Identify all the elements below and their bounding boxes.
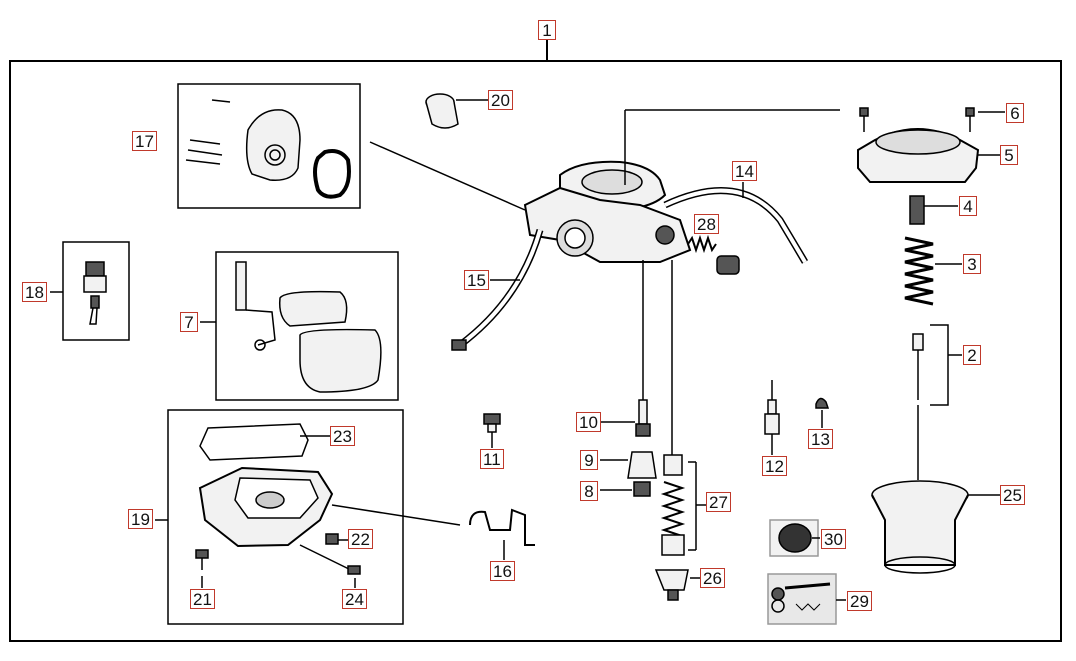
part-30-cap bbox=[769, 519, 820, 557]
callout-6: 6 bbox=[1006, 103, 1024, 123]
callout-1: 1 bbox=[538, 20, 556, 40]
part-17-cover bbox=[185, 99, 526, 211]
callout-28: 28 bbox=[694, 214, 719, 234]
inset-box-18 bbox=[62, 241, 130, 341]
callout-5: 5 bbox=[1000, 145, 1018, 165]
part-28-spring bbox=[687, 234, 740, 275]
callout-3: 3 bbox=[963, 254, 981, 274]
callout-21: 21 bbox=[190, 589, 215, 609]
inset-box-17 bbox=[177, 83, 361, 209]
callout-17: 17 bbox=[132, 131, 157, 151]
part-11-screw bbox=[483, 413, 501, 448]
callout-29: 29 bbox=[847, 591, 872, 611]
callout-20: 20 bbox=[488, 90, 513, 110]
callout-12: 12 bbox=[762, 456, 787, 476]
right-column-parts bbox=[857, 107, 1005, 574]
inset-box-7 bbox=[215, 251, 399, 401]
part-12-13 bbox=[764, 380, 830, 455]
callout-27: 27 bbox=[706, 492, 731, 512]
inset-box-19 bbox=[167, 409, 404, 625]
parts-27-26 bbox=[654, 260, 706, 601]
callout-4: 4 bbox=[959, 196, 977, 216]
callout-24: 24 bbox=[342, 589, 367, 609]
callout-25: 25 bbox=[1000, 485, 1025, 505]
callout-10: 10 bbox=[576, 412, 601, 432]
part-20-slide bbox=[425, 93, 488, 129]
callout-11: 11 bbox=[480, 449, 504, 469]
part-18-valve bbox=[50, 261, 107, 325]
callout-9: 9 bbox=[580, 450, 598, 470]
callout-19: 19 bbox=[128, 509, 153, 529]
part-29-kit bbox=[767, 573, 846, 625]
callout-7: 7 bbox=[180, 312, 198, 332]
main-frame bbox=[9, 40, 1062, 642]
carburetor-body bbox=[523, 109, 840, 263]
callout-30: 30 bbox=[821, 529, 846, 549]
part-16-clip bbox=[469, 508, 535, 546]
callout-16: 16 bbox=[490, 561, 515, 581]
parts-10-9-8 bbox=[600, 260, 657, 497]
callout-18: 18 bbox=[22, 282, 47, 302]
callout-22: 22 bbox=[348, 529, 373, 549]
callout-15: 15 bbox=[464, 270, 489, 290]
callout-2: 2 bbox=[963, 345, 981, 365]
callout-26: 26 bbox=[700, 568, 725, 588]
callout-23: 23 bbox=[330, 426, 355, 446]
callout-14: 14 bbox=[732, 161, 757, 181]
part-19-float-bowl bbox=[155, 423, 461, 575]
part-7-float bbox=[200, 261, 382, 393]
callout-8: 8 bbox=[580, 481, 598, 501]
callout-13: 13 bbox=[808, 429, 833, 449]
